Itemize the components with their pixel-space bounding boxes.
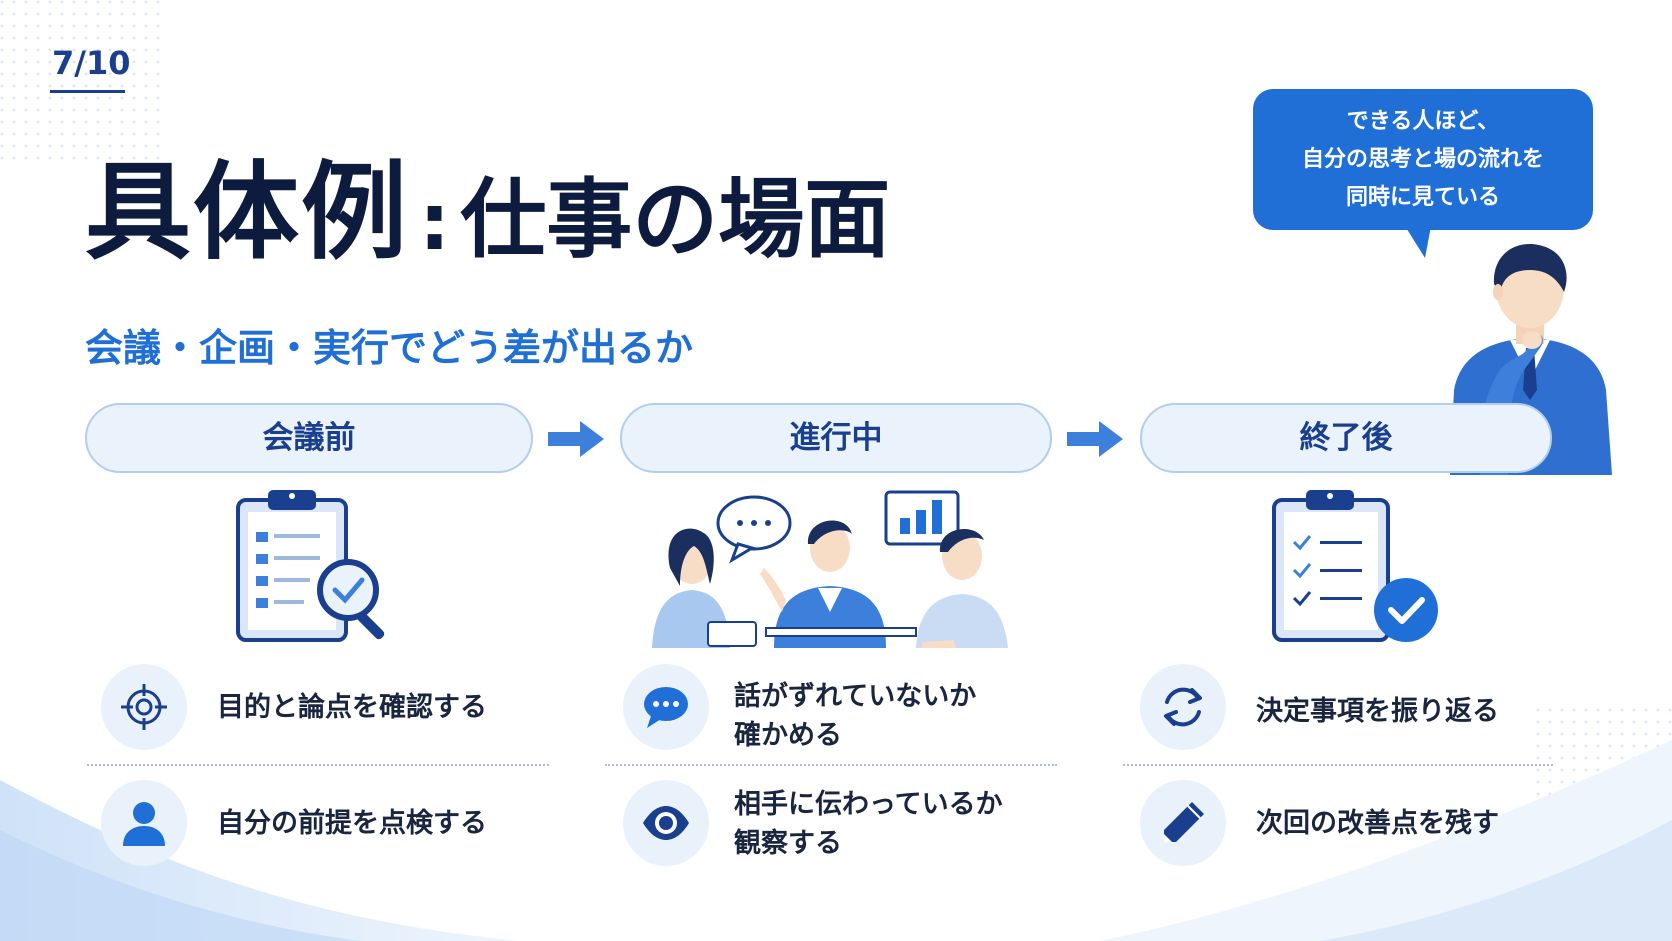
bubble-line: 同時に見ている: [1345, 185, 1500, 210]
item-text-line: 相手に伝わっているか: [734, 789, 1003, 820]
arrow-right-icon: [1067, 421, 1123, 457]
item-text: 決定事項を振り返る: [1256, 696, 1499, 727]
speech-bubble-tail: [1405, 226, 1431, 258]
pencil-icon-circle: [1140, 780, 1226, 866]
dotted-divider: [605, 764, 1057, 766]
item-text: 話がずれていないか 確かめる: [734, 677, 976, 755]
meeting-people-icon: [652, 490, 1008, 648]
bubble-line: 自分の思考と場の流れを: [1301, 147, 1544, 172]
item-text: 相手に伝わっているか 観察する: [734, 785, 1003, 863]
user-icon: [123, 802, 165, 846]
phase-pill-during: 進行中: [620, 403, 1052, 473]
eye-icon: [643, 806, 689, 840]
target-icon-circle: [101, 664, 187, 750]
item-text: 自分の前提を点検する: [217, 808, 487, 839]
user-icon-circle: [101, 780, 187, 866]
title-rest: 仕事の場面: [460, 170, 891, 270]
title-separator: :: [419, 178, 451, 268]
item-text-line: 話がずれていないか: [734, 681, 977, 712]
dotted-divider: [87, 764, 549, 766]
refresh-icon-circle: [1140, 664, 1226, 750]
speech-bubble: できる人ほど、 自分の思考と場の流れを 同時に見ている: [1253, 89, 1593, 230]
item-text-line: 観察する: [734, 828, 842, 859]
item-text: 目的と論点を確認する: [217, 692, 487, 723]
clipboard-magnifier-icon: [236, 490, 385, 642]
target-icon: [121, 684, 167, 730]
item-text-line: 確かめる: [734, 720, 842, 751]
dotted-divider: [1123, 764, 1553, 766]
eye-icon-circle: [623, 780, 709, 866]
phase-pill-after: 終了後: [1140, 403, 1552, 473]
title-main: 具体例: [85, 151, 409, 274]
page-number-underline: [50, 90, 125, 93]
refresh-icon: [1164, 687, 1202, 727]
clipboard-check-icon: [1272, 490, 1438, 642]
item-text: 次回の改善点を残す: [1256, 808, 1499, 839]
chat-bubble-icon-circle: [623, 664, 709, 750]
chat-bubble-icon: [644, 687, 688, 728]
slide-subtitle: 会議・企画・実行でどう差が出るか: [85, 326, 694, 370]
arrow-right-icon: [548, 421, 604, 457]
page-number: 7/10: [52, 44, 131, 82]
pencil-icon: [1164, 802, 1204, 842]
phase-pill-before: 会議前: [85, 403, 533, 473]
bubble-line: できる人ほど、: [1346, 109, 1500, 134]
slide-title: 具体例:仕事の場面: [85, 160, 890, 266]
